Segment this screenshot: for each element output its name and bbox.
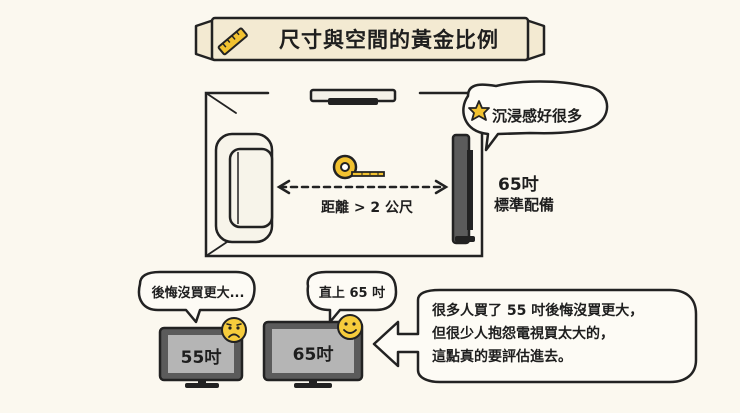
immersion-bubble <box>462 80 609 152</box>
sad-face-icon <box>221 317 247 343</box>
star-icon <box>468 100 490 121</box>
big-tv-label: 65吋 <box>292 345 334 365</box>
regret-bubble-text: 後悔沒買更大... <box>151 286 245 301</box>
side-tv <box>451 133 475 245</box>
quote-text: 很多人買了 55 吋後悔沒買更大， 但很少人抱怨電視買太大的， 這點真的要評估進… <box>432 300 690 369</box>
small-tv <box>158 326 244 388</box>
quote-line-2: 但很少人抱怨電視買太大的， <box>432 326 614 342</box>
title-banner <box>194 16 546 62</box>
ruler-icon <box>217 27 248 56</box>
sofa-icon <box>214 132 274 244</box>
regret-bubble-shape <box>137 270 256 324</box>
quote-line-3: 這點真的要評估進去。 <box>432 349 572 365</box>
direct-bubble-shape <box>306 270 398 324</box>
small-tv-label: 55吋 <box>180 348 222 368</box>
quote-line-1: 很多人買了 55 吋後悔沒買更大， <box>432 303 644 319</box>
tv-note-label: 標準配備 <box>494 196 555 214</box>
distance-arrow <box>276 179 449 195</box>
tape-measure-icon <box>332 154 385 180</box>
direct-bubble-text: 直上 65 吋 <box>318 286 386 301</box>
big-tv <box>262 320 364 388</box>
immersion-bubble-text: 沉浸感好很多 <box>492 107 583 125</box>
page-title: 尺寸與空間的黃金比例 <box>279 28 499 52</box>
smile-face-icon <box>337 314 363 340</box>
wall-tv <box>309 88 397 105</box>
distance-label: 距離 > 2 公尺 <box>320 200 414 216</box>
tv-size-label: 65吋 <box>498 175 539 195</box>
quote-bubble-shape <box>372 288 698 384</box>
